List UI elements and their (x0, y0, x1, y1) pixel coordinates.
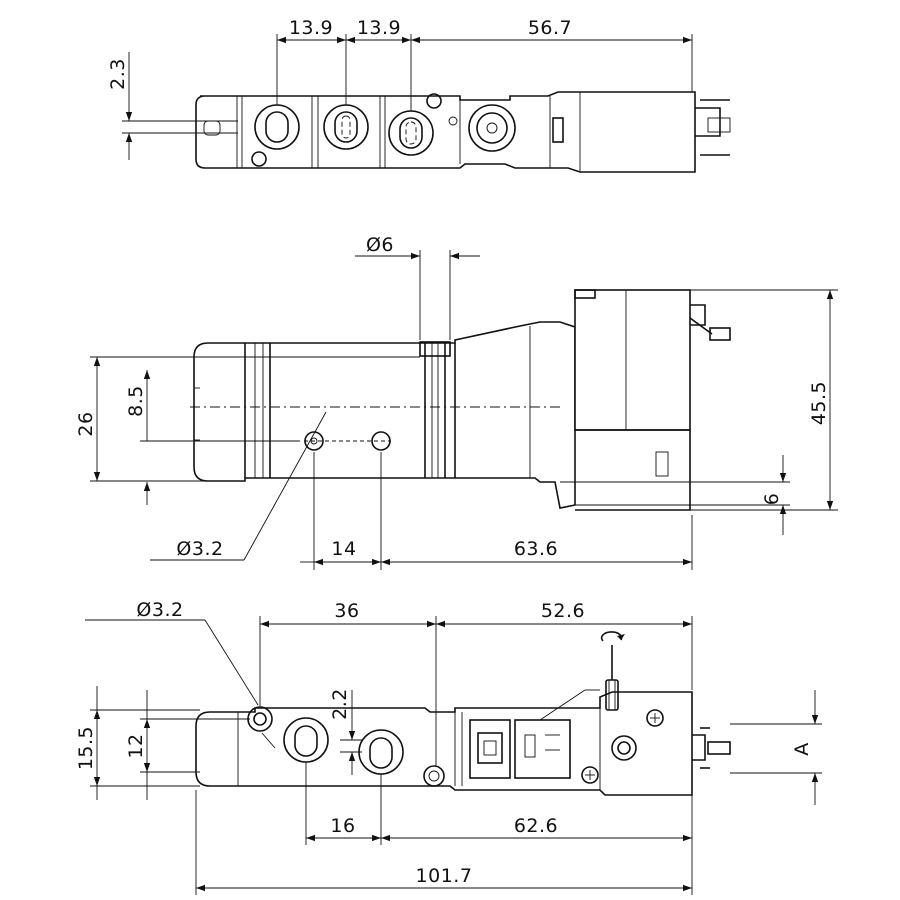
side-view: Ø6 26 8.5 45.5 6 Ø3.2 14 63.6 (75, 234, 838, 570)
bottom-view: Ø3.2 36 52.6 2.2 15.5 12 A 16 62.6 101.7 (75, 599, 822, 895)
dim-bottom-length-right: 62.6 (514, 815, 558, 837)
dim-bottom-span-mid: 36 (334, 600, 359, 622)
bottom-view-body (195, 691, 693, 796)
dim-bottom-span-right: 52.6 (541, 600, 585, 622)
screwdriver-icon (600, 631, 625, 711)
dim-side-height-center: 8.5 (125, 385, 147, 417)
top-port-3 (388, 110, 434, 156)
dim-top-pitch-1: 13.9 (289, 17, 333, 39)
dim-bottom-pitch: 16 (330, 815, 355, 837)
screw-icon (581, 766, 599, 784)
dim-side-hole-dia: Ø3.2 (176, 538, 223, 560)
bottom-port-2 (358, 729, 404, 775)
screw-icon (646, 709, 664, 727)
top-port-1 (254, 104, 300, 150)
dim-side-port-dia: Ø6 (366, 234, 394, 256)
dim-bottom-width-inner: 12 (125, 733, 147, 758)
dim-side-hole-pitch: 14 (331, 538, 356, 560)
dim-side-length: 63.6 (514, 538, 558, 560)
top-view-body (195, 91, 696, 173)
dim-top-length: 56.7 (528, 17, 572, 39)
dim-top-pitch-2: 13.9 (357, 17, 401, 39)
dim-bottom-offset-small: 2.2 (329, 688, 351, 720)
dim-top-offset: 2.3 (107, 58, 129, 90)
dim-side-height-body: 26 (75, 411, 97, 436)
dim-bottom-connector-ref: A (791, 742, 813, 756)
dim-bottom-overall-length: 101.7 (416, 865, 473, 887)
side-view-body (193, 321, 576, 509)
top-view: 13.9 13.9 56.7 2.3 (107, 17, 731, 173)
dim-bottom-width-outer: 15.5 (75, 726, 97, 770)
dim-side-height-total: 45.5 (808, 381, 830, 425)
dim-bottom-hole-dia: Ø3.2 (136, 599, 183, 621)
dim-side-bottom-offset: 6 (761, 493, 783, 506)
top-port-2 (323, 104, 369, 150)
bottom-port-1 (283, 717, 329, 763)
